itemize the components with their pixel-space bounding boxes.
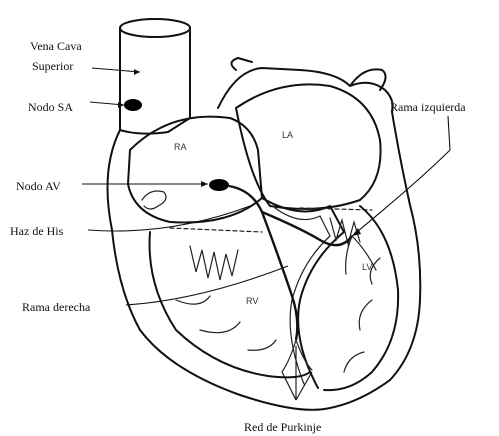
label-his-bundle: Haz de His [10,224,64,238]
great-vessels [218,68,393,112]
label-sa-node: Nodo SA [28,100,73,114]
av-node [209,179,229,191]
leader-lines [82,68,450,400]
label-right-ventricle: RV [246,296,258,306]
heart-contour [108,112,421,410]
label-right-atrium: RA [174,142,187,152]
septum-inner [275,208,330,384]
label-vena-cava-line1: Vena Cava [30,39,82,53]
right-ventricle-wall [150,232,310,377]
label-vena-cava-line2: Superior [32,59,73,73]
conduction-system [124,99,376,372]
sa-node [124,99,142,111]
left-bundle-branch [262,212,352,245]
lv-trabeculae [344,258,380,372]
vena-cava-opening [120,19,190,37]
leader-left-bundle [352,116,450,236]
label-purkinje: Red de Purkinje [244,420,321,434]
arrow-vena-cava [134,69,140,75]
label-left-ventricle: LV [362,262,372,272]
tricuspid-dashes [170,228,262,232]
label-left-atrium: LA [282,130,293,140]
coronary-sinus [142,191,166,209]
label-right-bundle: Rama derecha [22,300,91,314]
arrow-av-node [201,181,208,187]
label-left-bundle: Rama izquierda [390,100,466,114]
leader-vena-cava [92,68,140,72]
left-ventricle-wall [324,206,398,390]
vena-cava-tube [120,28,190,134]
tricuspid-valve [190,246,238,280]
pulmonary-vein-stub [231,58,252,70]
right-bundle-branch [262,212,297,340]
label-av-node: Nodo AV [16,179,61,193]
